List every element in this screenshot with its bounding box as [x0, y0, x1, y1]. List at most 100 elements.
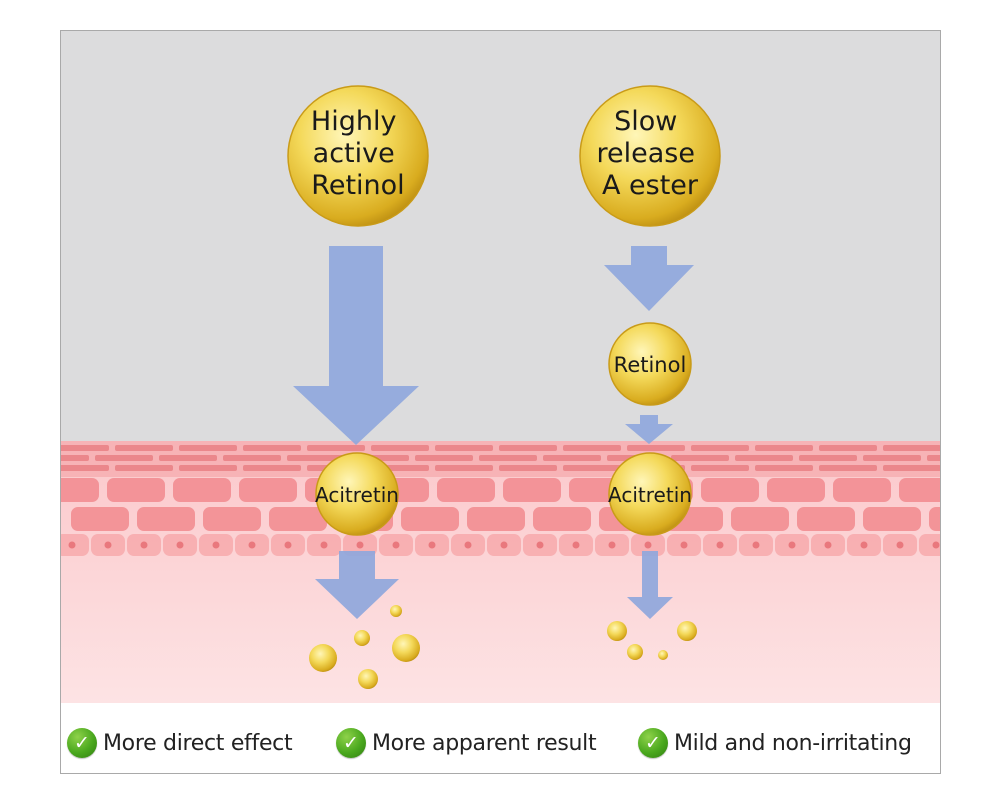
cell-nucleus — [140, 541, 148, 549]
skin-cells — [61, 445, 940, 556]
skin-cell — [627, 445, 685, 451]
skin-cell — [797, 507, 855, 531]
skin-cell — [223, 455, 281, 461]
skin-cell — [243, 445, 301, 451]
cell-nucleus — [824, 541, 832, 549]
skin-cell — [899, 478, 940, 502]
skin-cell — [479, 455, 537, 461]
skin-cell — [503, 478, 561, 502]
skin-cell — [243, 465, 301, 471]
skin-cell — [883, 465, 940, 471]
skin-cell — [755, 445, 813, 451]
capsule-highly-active-retinol: Highly active Retinol — [287, 85, 429, 227]
cell-nucleus — [428, 541, 436, 549]
skin-cell — [371, 445, 429, 451]
cell-nucleus — [608, 541, 616, 549]
skin-cell — [269, 507, 327, 531]
skin-cell — [179, 465, 237, 471]
skin-absorption-diagram: Highly active Retinol Slow release A est… — [61, 31, 940, 703]
capsule-acitretin-right: Acitretin — [608, 452, 692, 536]
skin-cell — [137, 507, 195, 531]
skin-cell — [533, 507, 591, 531]
skin-cell — [435, 465, 493, 471]
skin-cell — [819, 465, 877, 471]
skin-cell — [159, 455, 217, 461]
skin-cell — [563, 465, 621, 471]
skin-cell — [691, 445, 749, 451]
skin-cell — [107, 478, 165, 502]
cell-nucleus — [860, 541, 868, 549]
check-icon: ✓ — [336, 728, 366, 758]
cell-nucleus — [788, 541, 796, 549]
skin-cell — [415, 455, 473, 461]
cell-nucleus — [248, 541, 256, 549]
skin-cell — [61, 445, 109, 451]
cell-nucleus — [752, 541, 760, 549]
skin-cell — [691, 465, 749, 471]
skin-cell — [819, 445, 877, 451]
skin-cell — [767, 478, 825, 502]
cell-nucleus — [500, 541, 508, 549]
diagram-frame: Highly active Retinol Slow release A est… — [60, 30, 941, 774]
skin-cell — [179, 445, 237, 451]
benefit-item: ✓ Mild and non-irritating — [638, 723, 912, 763]
arrow-right-into-dermis — [627, 551, 673, 619]
cell-nucleus — [212, 541, 220, 549]
arrow-retinol-to-skin — [625, 415, 673, 444]
check-icon: ✓ — [67, 728, 97, 758]
skin-cell — [543, 455, 601, 461]
skin-cell — [203, 507, 261, 531]
skin-cell — [929, 507, 940, 531]
large-arrow — [293, 246, 419, 445]
cell-nucleus — [680, 541, 688, 549]
droplets-left — [309, 605, 420, 689]
air-background — [61, 31, 940, 443]
svg-text:Acitretin: Acitretin — [315, 483, 399, 507]
skin-cell — [735, 455, 793, 461]
skin-cell — [307, 445, 365, 451]
cell-nucleus — [320, 541, 328, 549]
svg-text:Retinol: Retinol — [614, 353, 687, 377]
benefit-item: ✓ More direct effect — [67, 723, 293, 763]
skin-cell — [863, 455, 921, 461]
skin-cell — [61, 455, 89, 461]
cell-nucleus — [644, 541, 652, 549]
skin-cell — [437, 478, 495, 502]
skin-cell — [863, 507, 921, 531]
cell-nucleus — [356, 541, 364, 549]
skin-cell — [799, 455, 857, 461]
skin-cell — [115, 445, 173, 451]
skin-cell — [115, 465, 173, 471]
skin-cell — [927, 455, 940, 461]
cell-nucleus — [68, 541, 76, 549]
skin-cell — [401, 507, 459, 531]
skin-cell — [95, 455, 153, 461]
benefit-label: More apparent result — [372, 730, 597, 756]
skin-cell — [731, 507, 789, 531]
check-icon: ✓ — [638, 728, 668, 758]
skin-cell — [833, 478, 891, 502]
skin-cell — [61, 465, 109, 471]
svg-text:Slow release A: Slow release A ester — [596, 106, 703, 201]
skin-cell — [499, 465, 557, 471]
skin-cell — [701, 478, 759, 502]
svg-text:Acitretin: Acitretin — [608, 483, 692, 507]
cell-nucleus — [464, 541, 472, 549]
skin-cell — [71, 507, 129, 531]
cell-nucleus — [572, 541, 580, 549]
cell-nucleus — [716, 541, 724, 549]
skin-cell — [239, 478, 297, 502]
skin-cell — [287, 455, 345, 461]
skin-cell — [61, 478, 99, 502]
skin-cell — [919, 534, 940, 556]
benefit-label: More direct effect — [103, 730, 293, 756]
arrow-left-into-dermis — [315, 551, 399, 619]
cell-nucleus — [176, 541, 184, 549]
skin-cell — [173, 478, 231, 502]
capsule-slow-release-ester: Slow release A ester — [579, 85, 721, 227]
svg-text:Highly active: Highly active Retinol — [311, 106, 405, 201]
capsule-retinol: Retinol — [608, 322, 692, 406]
skin-cell — [563, 445, 621, 451]
skin-cell — [755, 465, 813, 471]
arrow-to-retinol — [604, 246, 694, 311]
